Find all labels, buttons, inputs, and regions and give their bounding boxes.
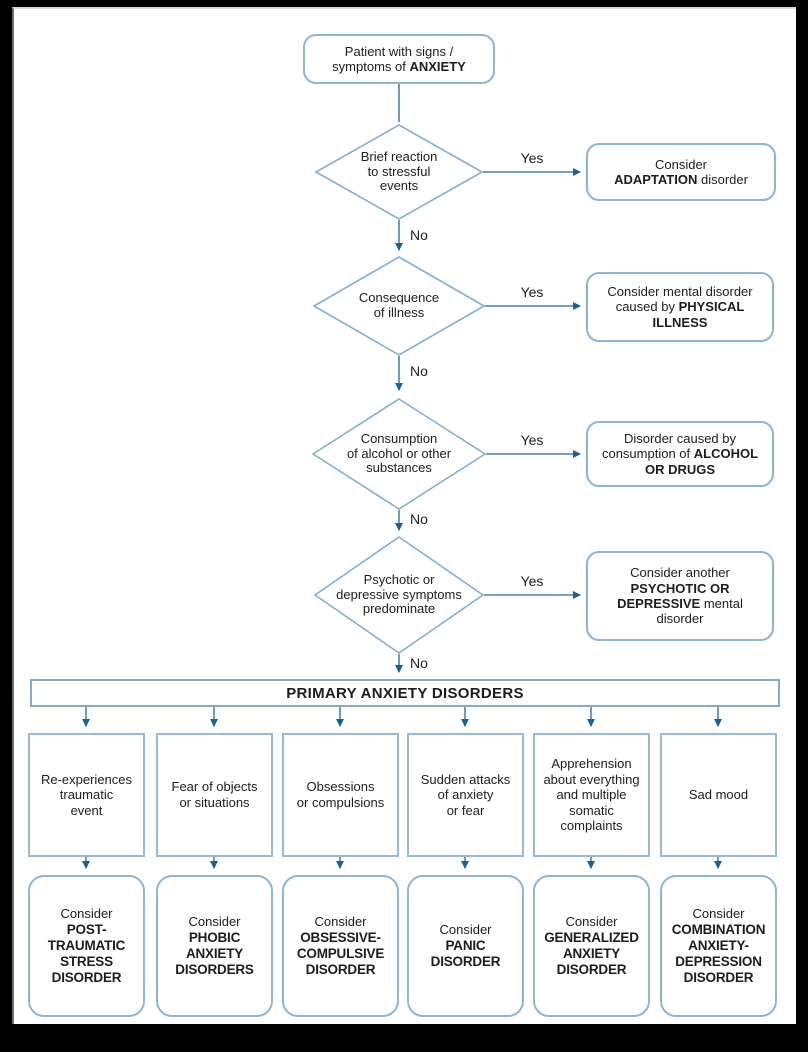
symptom-node-obsessions: Obsessions or compulsions (282, 733, 399, 857)
symptom-node-traumatic-event: Re-experiences traumatic event (28, 733, 145, 857)
start-node-text: Patient with signs / symptoms of ANXIETY (332, 43, 466, 74)
disorder-node-phobic: Consider PHOBIC ANXIETY DISORDERS (156, 875, 273, 1017)
diamond-shape (315, 124, 483, 220)
result-text: Disorder caused by consumption of ALCOHO… (601, 431, 759, 477)
result-node-physical-illness: Consider mental disorder caused by PHYSI… (586, 272, 774, 342)
result-node-adaptation: Consider ADAPTATION disorder (586, 143, 776, 201)
diamond-shape (312, 398, 486, 510)
consider-label: Consider (692, 906, 745, 922)
consider-label: Consider (60, 906, 113, 922)
no-label: No (410, 363, 428, 379)
flow-lines (82, 84, 722, 869)
decision-node-consequence-illness: Consequence of illness (313, 256, 485, 356)
disorder-name: COMBINATION ANXIETY- DEPRESSION DISORDER (671, 922, 766, 986)
yes-label: Yes (520, 573, 544, 589)
primary-anxiety-disorders-bar: PRIMARY ANXIETY DISORDERS (30, 679, 780, 707)
symptom-node-sad-mood: Sad mood (660, 733, 777, 857)
decision-text: Brief reaction to stressful events (360, 148, 438, 194)
no-label: No (410, 655, 428, 671)
start-node: Patient with signs / symptoms of ANXIETY (303, 34, 495, 84)
result-text: Consider mental disorder caused by PHYSI… (607, 284, 753, 330)
decision-text: Consumption of alcohol or other substanc… (346, 430, 452, 476)
disorder-node-ocd: Consider OBSESSIVE- COMPULSIVE DISORDER (282, 875, 399, 1017)
disorder-name: POST- TRAUMATIC STRESS DISORDER (47, 922, 126, 986)
disorder-name: OBSESSIVE- COMPULSIVE DISORDER (296, 930, 385, 978)
symptom-node-sudden-attacks: Sudden attacks of anxiety or fear (407, 733, 524, 857)
yes-label: Yes (520, 284, 544, 300)
consider-label: Consider (565, 913, 618, 929)
yes-label: Yes (520, 150, 544, 166)
disorder-node-ptsd: Consider POST- TRAUMATIC STRESS DISORDER (28, 875, 145, 1017)
result-node-psychotic-depressive: Consider another PSYCHOTIC OR DEPRESSIVE… (586, 551, 774, 641)
disorder-node-gad: Consider GENERALIZED ANXIETY DISORDER (533, 875, 650, 1017)
symptom-node-apprehension: Apprehension about everything and multip… (533, 733, 650, 857)
decision-node-alcohol-substances: Consumption of alcohol or other substanc… (312, 398, 486, 510)
decision-text: Psychotic or depressive symptoms predomi… (336, 571, 462, 617)
diamond-shape (314, 536, 484, 654)
decision-node-brief-reaction: Brief reaction to stressful events (315, 124, 483, 220)
diamond-shape (313, 256, 485, 356)
result-node-alcohol-drugs: Disorder caused by consumption of ALCOHO… (586, 421, 774, 487)
no-label: No (410, 511, 428, 527)
consider-label: Consider (314, 913, 367, 929)
symptom-node-fear-objects: Fear of objects or situations (156, 733, 273, 857)
disorder-name: PANIC DISORDER (430, 938, 501, 970)
result-text: Consider another PSYCHOTIC OR DEPRESSIVE… (617, 565, 743, 627)
disorder-name: GENERALIZED ANXIETY DISORDER (544, 930, 639, 978)
decision-node-psychotic-depressive: Psychotic or depressive symptoms predomi… (314, 536, 484, 654)
result-text: Consider ADAPTATION disorder (614, 156, 748, 187)
yes-label: Yes (520, 432, 544, 448)
decision-text: Consequence of illness (358, 290, 440, 320)
disorder-name: PHOBIC ANXIETY DISORDERS (175, 930, 254, 978)
no-label: No (410, 227, 428, 243)
consider-label: Consider (439, 921, 492, 937)
disorder-node-mixed-anxiety-depression: Consider COMBINATION ANXIETY- DEPRESSION… (660, 875, 777, 1017)
consider-label: Consider (188, 913, 241, 929)
disorder-node-panic: Consider PANIC DISORDER (407, 875, 524, 1017)
